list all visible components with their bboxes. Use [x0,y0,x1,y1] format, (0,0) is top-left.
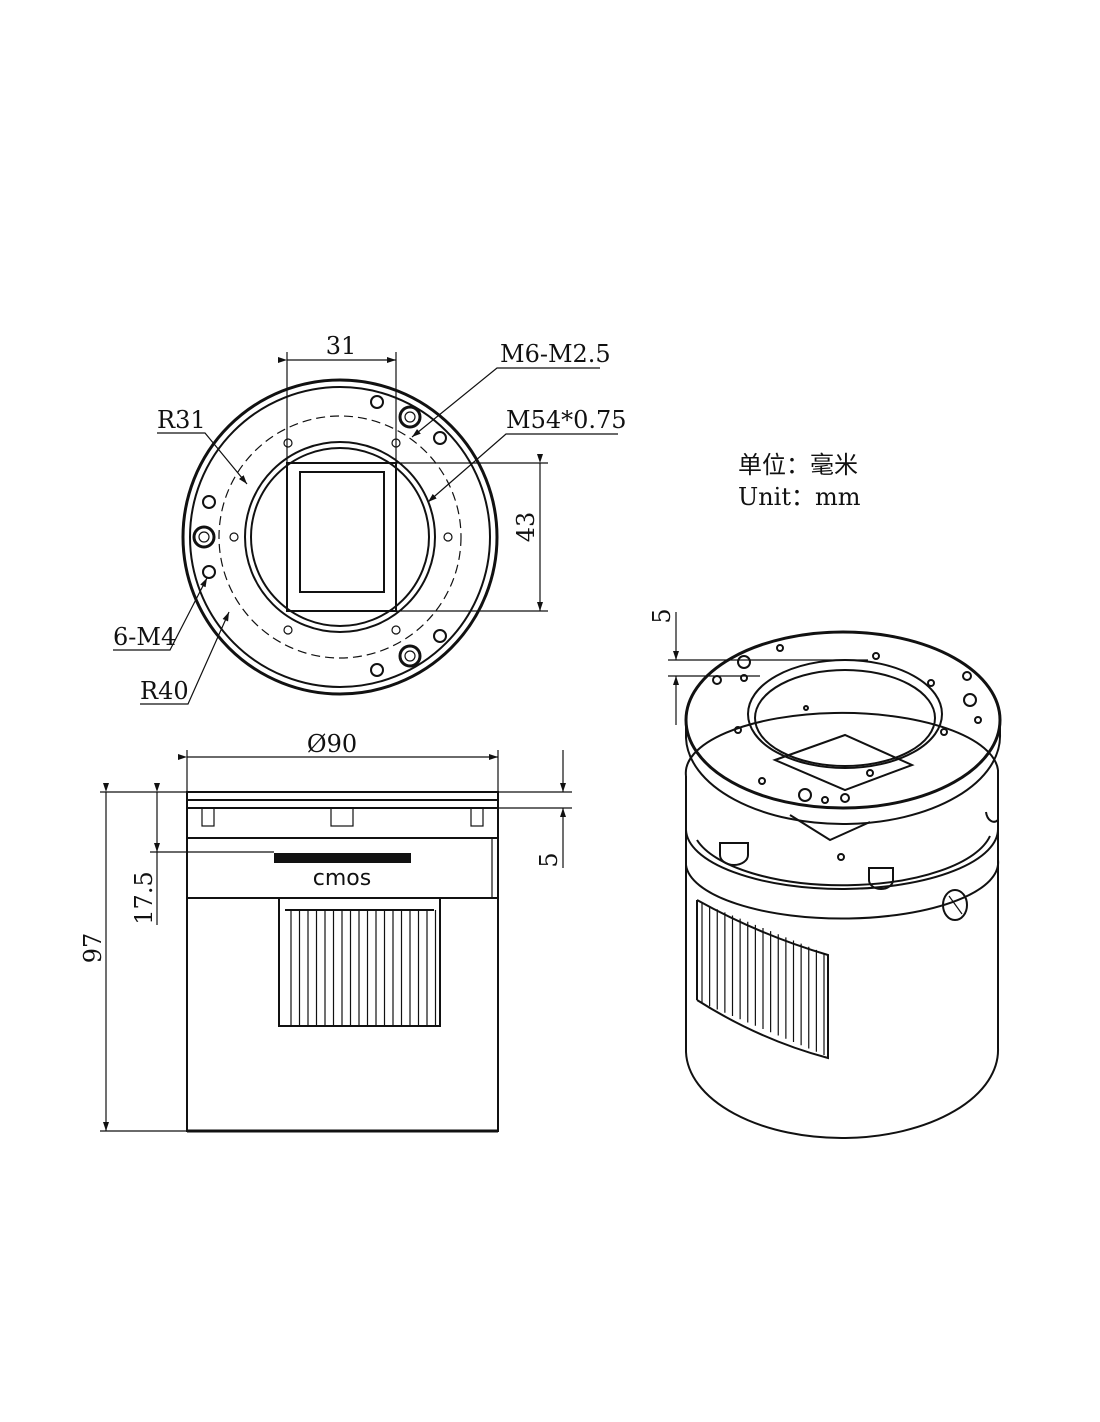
dim-31-label: 31 [326,332,357,360]
iso-dim-5 [668,612,868,725]
r40-label: R40 [140,677,189,705]
front-leader-6m4 [113,577,208,651]
side-view: cmos Ø90 97 17.5 [79,730,572,1133]
front-leader-m6 [411,367,600,438]
side-dim-diameter [178,750,499,792]
cmos-label: cmos [313,866,371,891]
front-small-holes [202,395,453,677]
iso-dim-5-label: 5 [648,608,676,623]
front-sensor-window [286,462,397,612]
iso-heatsink [696,899,829,1060]
m54-label: M54*0.75 [506,406,627,434]
iso-flange-holes [712,644,982,861]
side-body [186,791,499,1133]
front-dim-43 [396,454,548,612]
r31-label: R31 [157,406,206,434]
dim-43-label: 43 [512,512,540,543]
front-outer-ring [181,378,499,696]
side-dim-97 [100,783,187,1132]
iso-flange [684,630,1002,842]
iso-view: 5 [648,608,1002,1139]
side-dim-17-5 [150,783,274,925]
side-dim-5-label: 5 [535,852,563,867]
side-dim-5 [498,750,572,868]
iso-screw [719,811,999,921]
unit-note-cn: 单位：毫米 [738,451,858,479]
front-leader-r40 [140,611,230,705]
iso-body [684,711,1000,1139]
front-leader-m54 [427,433,618,503]
dim-17-5-label: 17.5 [130,871,158,924]
unit-note-en: Unit：mm [738,483,861,511]
diameter-label: Ø90 [307,730,357,758]
side-tabs [201,807,484,827]
side-heatsink [278,897,441,1027]
front-leader-r31 [157,432,248,485]
dim-97-label: 97 [79,933,107,964]
front-screw-heads [192,405,422,668]
m6-label: M6-M2.5 [500,340,611,368]
6m4-label: 6-M4 [113,623,176,651]
cmos-sensor-bar [274,853,411,863]
front-view: 31 M6-M2.5 R31 M54*0.75 43 6-M4 [113,332,627,705]
front-dim-31 [278,352,397,463]
